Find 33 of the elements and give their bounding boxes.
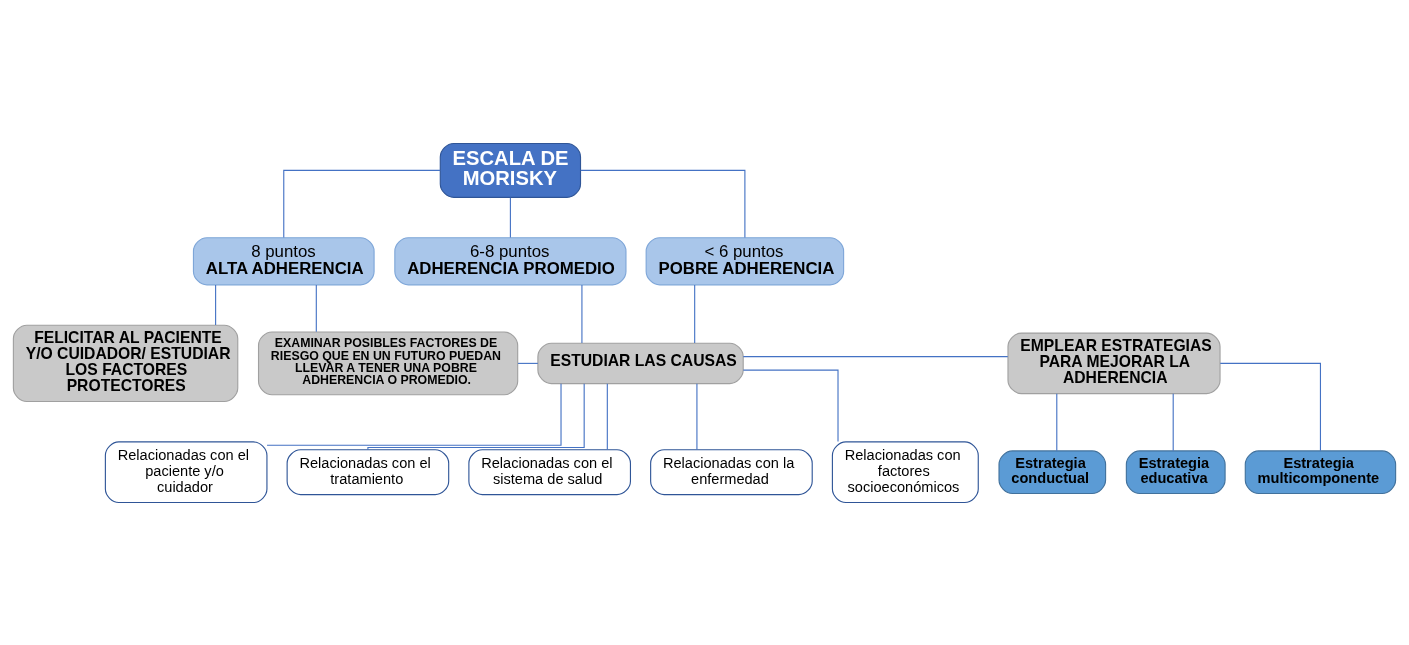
connector <box>266 382 562 446</box>
connector <box>696 382 698 450</box>
node-box: < 6 puntos POBRE ADHERENCIA <box>645 236 845 285</box>
node-box: Relacionadas con factores socioeconómicos <box>831 440 979 503</box>
node-box: Relacionadas con el paciente y/o cuidador <box>104 440 268 503</box>
connector <box>694 283 696 343</box>
node-box: EXAMINAR POSIBLES FACTORES DE RIESGO QUE EN UN FUTURO PUEDAN LLEVAR A TENER UNA POBRE ADHERENCIA O PROMEDIO. <box>257 330 519 395</box>
node-box: Relacionadas con el sistema de salud <box>468 448 631 495</box>
connector <box>742 369 839 442</box>
connector <box>606 382 608 450</box>
connector <box>367 382 585 450</box>
connector <box>580 169 746 238</box>
node-box: ESCALA DE MORISKY <box>439 142 582 198</box>
connector <box>283 169 441 238</box>
connector <box>742 355 1009 357</box>
connector <box>1219 362 1321 451</box>
node-box: ESTUDIAR LAS CAUSAS <box>537 342 744 384</box>
connector <box>1172 392 1174 451</box>
connector <box>1056 392 1058 451</box>
connector <box>517 362 539 364</box>
node-box: Relacionadas con la enfermedad <box>650 448 813 495</box>
connector <box>509 196 511 238</box>
node-box: Relacionadas con el tratamiento <box>286 448 450 495</box>
node-box: FELICITAR AL PACIENTE Y/O CUIDADOR/ ESTUDIAR LOS FACTORES PROTECTORES <box>12 324 239 402</box>
node-box: 8 puntos ALTA ADHERENCIA <box>192 236 375 285</box>
node-box: Estrategia conductual <box>998 449 1107 494</box>
node-box: 6-8 puntos ADHERENCIA PROMEDIO <box>394 236 627 285</box>
node-box: Estrategia educativa <box>1125 449 1226 494</box>
node-box: EMPLEAR ESTRATEGIAS PARA MEJORAR LA ADHERENCIA <box>1007 332 1221 394</box>
connector <box>315 283 317 332</box>
node-box: Estrategia multicomponente <box>1244 449 1397 494</box>
connector <box>581 283 583 343</box>
connector <box>215 283 217 326</box>
